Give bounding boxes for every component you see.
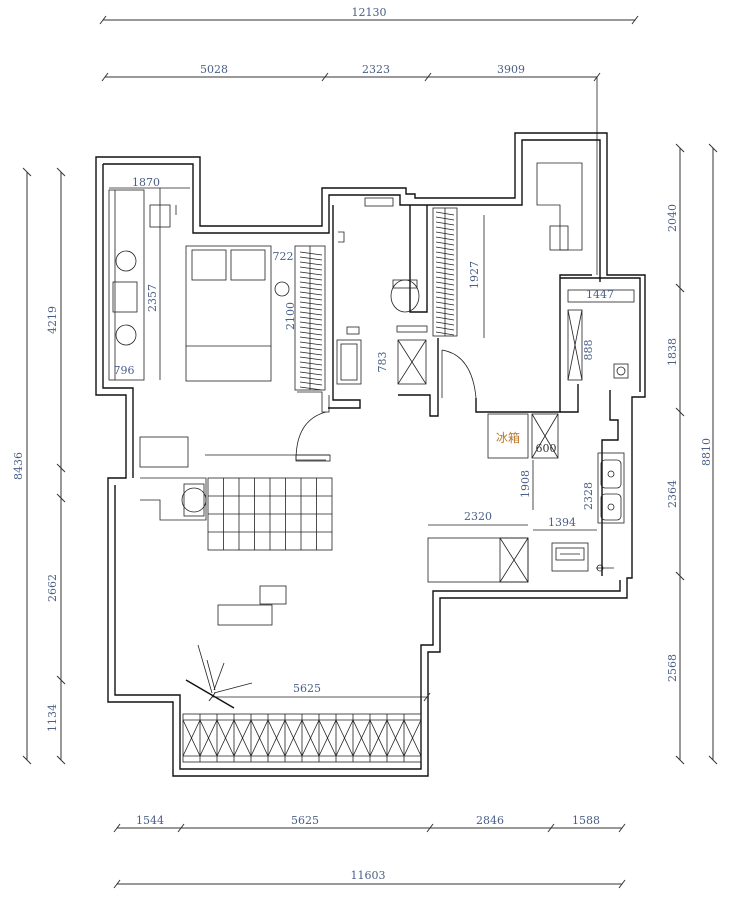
balcony: 5625: [182, 644, 431, 763]
dim-kitchen-run: 2328: [582, 482, 595, 510]
top-dimension-chain: 12130 5028 2323 3909: [99, 6, 639, 275]
dim-fridge-w: 600: [536, 442, 557, 455]
staircase: [207, 477, 333, 551]
bedroom-2: 1927: [432, 162, 592, 413]
dim-bottom-seg-2: 5625: [291, 814, 319, 827]
dim-bay-depth: 2357: [146, 284, 159, 312]
outer-walls: [95, 132, 646, 777]
bathroom: 783: [328, 197, 439, 417]
fridge: [487, 413, 529, 459]
dim-top-total: 12130: [352, 6, 387, 19]
dim-right-seg-3: 2364: [666, 480, 679, 508]
dim-right-total: 8810: [700, 438, 713, 466]
bay-window: 1870 2357 796: [108, 176, 190, 381]
dim-right-seg-4: 2568: [666, 654, 679, 682]
right-dimension-chain: 2040 1838 2364 2568 8810: [666, 143, 718, 765]
living-room: [139, 436, 333, 626]
dim-kitchen-side: 888: [582, 340, 595, 361]
dim-passage: 1908: [519, 470, 532, 498]
dim-right-seg-2: 1838: [666, 338, 679, 366]
bedroom-1: 722 2100: [185, 245, 331, 462]
dim-bottom-total: 11603: [351, 869, 386, 882]
dim-bay-width: 1870: [132, 176, 160, 189]
dim-top-seg-1: 5028: [200, 63, 228, 76]
dim-stove: 1394: [548, 516, 576, 529]
dim-left-seg-1: 4219: [46, 306, 59, 334]
shower: [397, 339, 427, 385]
dim-top-seg-2: 2323: [362, 63, 390, 76]
counter: [427, 537, 529, 583]
dim-bottom-seg-1: 1544: [136, 814, 164, 827]
bottom-dimension-chain: 1544 5625 2846 1588 11603: [113, 814, 626, 889]
fridge-label: 冰箱: [496, 430, 520, 445]
toilet-icon: [390, 279, 420, 313]
kitchen: 1447 888 2328 冰箱 600 1908 2320 1394: [427, 277, 641, 583]
dim-wardrobe2-h: 1927: [468, 261, 481, 289]
dim-counter: 2320: [464, 510, 492, 523]
dim-right-seg-1: 2040: [666, 204, 679, 232]
dim-bottom-seg-4: 1588: [572, 814, 600, 827]
dim-bay-sill: 796: [114, 364, 135, 377]
dim-bath-depth: 783: [376, 352, 389, 373]
stove-icon: [551, 542, 589, 572]
dim-kitchen-top: 1447: [586, 288, 614, 301]
dim-bottom-seg-3: 2846: [476, 814, 504, 827]
dim-wardrobe-h: 2100: [284, 302, 297, 330]
dim-left-seg-2: 2662: [46, 574, 59, 602]
dim-top-seg-3: 3909: [497, 63, 525, 76]
dim-balcony: 5625: [293, 682, 321, 695]
vanity: [336, 339, 362, 385]
dim-left-total: 8436: [12, 452, 25, 480]
left-dimension-chain: 8436 4219 2662 1134: [12, 167, 66, 765]
dim-wardrobe-w: 722: [273, 250, 294, 263]
dim-left-seg-3: 1134: [46, 704, 59, 732]
